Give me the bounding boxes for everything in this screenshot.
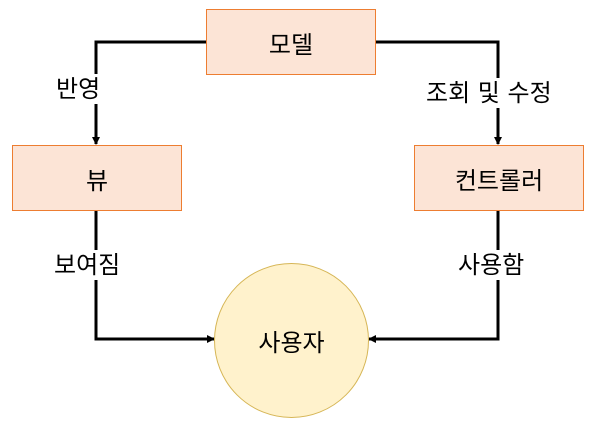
view-label: 뷰 (85, 166, 109, 195)
edge-model-to-controller (376, 40, 502, 145)
model-label: 모델 (268, 30, 314, 59)
model-node: 모델 (206, 9, 376, 75)
edge-label-query-modify: 조회 및 수정 (424, 78, 554, 108)
edge-model-to-view (92, 40, 206, 145)
edge-label-reflect: 반영 (54, 74, 103, 104)
edge-label-uses: 사용함 (456, 250, 527, 280)
controller-label: 컨트롤러 (454, 166, 544, 195)
user-label: 사용자 (258, 329, 325, 357)
user-node: 사용자 (214, 263, 369, 418)
view-node: 뷰 (12, 145, 182, 211)
controller-node: 컨트롤러 (414, 145, 584, 211)
edge-label-shown: 보여짐 (52, 250, 123, 280)
